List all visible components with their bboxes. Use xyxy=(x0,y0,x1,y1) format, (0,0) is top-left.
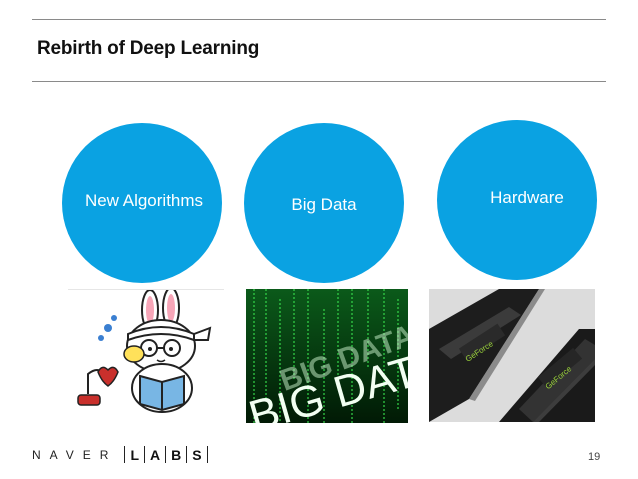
top-divider xyxy=(32,19,606,20)
circle-big-data: Big Data xyxy=(244,123,404,283)
title-divider xyxy=(32,81,606,82)
big-data-image: BIG DATA BIG DATA xyxy=(246,289,408,423)
logo-divider xyxy=(186,446,188,463)
labs-letter-s: S xyxy=(192,446,202,463)
labs-letter-b: B xyxy=(171,446,182,463)
cartoon-rabbit-image xyxy=(68,289,224,416)
naver-wordmark: NAVER xyxy=(32,447,118,462)
gpu-hardware-image: GeForce GeForce xyxy=(429,289,595,422)
naver-labs-logo: NAVER L A B S xyxy=(32,446,213,463)
circle-label-new-algorithms: New Algorithms xyxy=(84,191,204,210)
circle-label-hardware: Hardware xyxy=(490,188,564,207)
logo-divider xyxy=(124,446,126,463)
labs-letter-a: A xyxy=(150,446,161,463)
circle-new-algorithms: New Algorithms xyxy=(62,123,222,283)
logo-divider xyxy=(144,446,146,463)
labs-wordmark: L A B S xyxy=(119,446,212,463)
slide-title: Rebirth of Deep Learning xyxy=(37,38,260,59)
logo-divider xyxy=(165,446,167,463)
labs-letter-l: L xyxy=(130,446,140,463)
circle-hardware: Hardware xyxy=(437,120,597,280)
logo-divider xyxy=(206,446,208,463)
page-number: 19 xyxy=(588,451,601,463)
circle-label-big-data: Big Data xyxy=(291,195,357,214)
